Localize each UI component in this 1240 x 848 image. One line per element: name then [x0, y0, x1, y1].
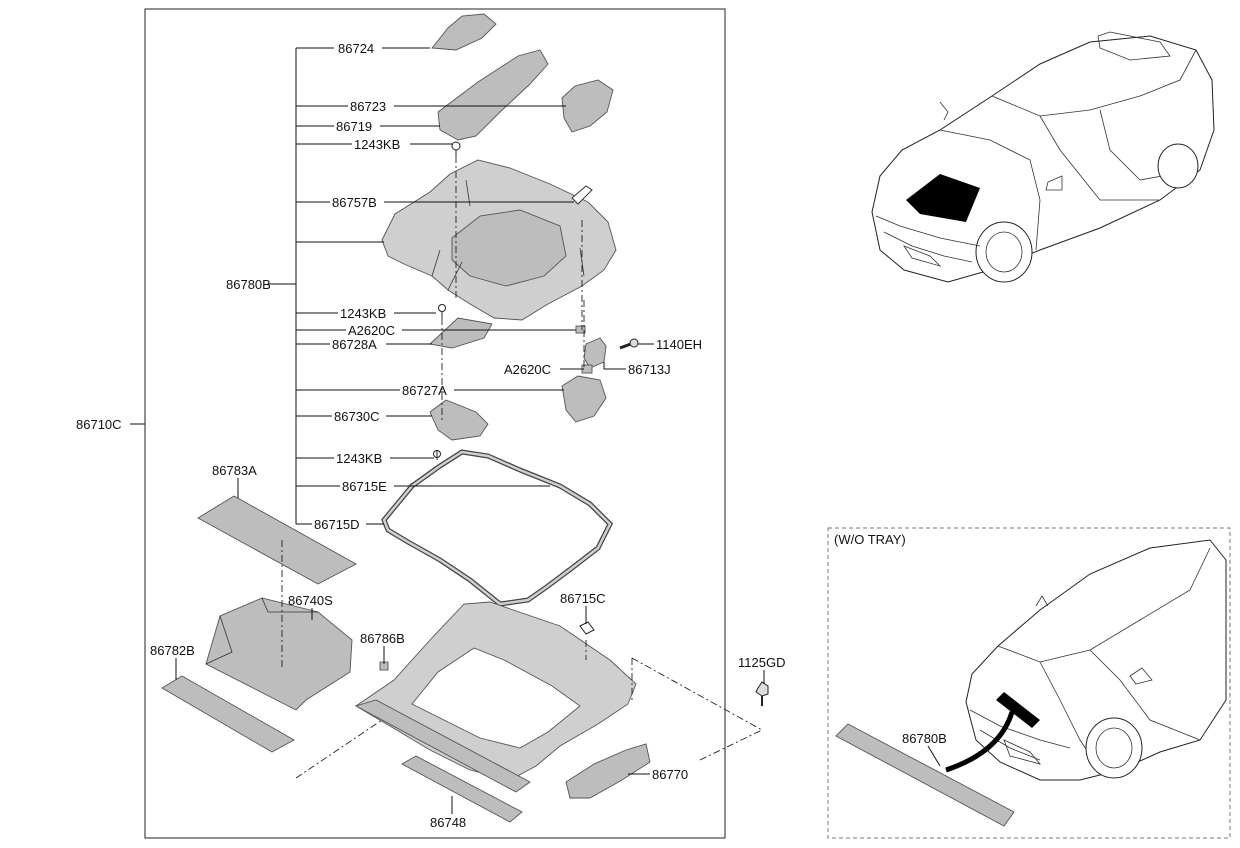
label-86782b: 86782B: [150, 643, 195, 658]
bracket-86780b: [268, 48, 297, 524]
label-86748: 86748: [430, 815, 466, 830]
part-86730c-bracket[interactable]: [429, 399, 489, 441]
centerline-right-bolt: [631, 657, 763, 761]
housing-front-rim: [354, 699, 531, 793]
label-1243kb-b: 1243KB: [340, 306, 386, 321]
car-illustration-top: [871, 31, 1215, 283]
part-86728a-bracket[interactable]: [429, 317, 493, 349]
centerline-bottom: [295, 719, 383, 779]
leader-86713j: [603, 362, 626, 370]
centerline-upper: [441, 156, 457, 420]
label-86770: 86770: [652, 767, 688, 782]
part-86782b-strip[interactable]: [161, 675, 295, 753]
label-86715c: 86715C: [560, 591, 606, 606]
inset-highlight-bar: [996, 692, 1040, 728]
label-a2620c-a: A2620C: [348, 323, 395, 338]
part-86723-side-lid[interactable]: [561, 79, 614, 133]
label-86715e: 86715E: [342, 479, 387, 494]
label-86780b: 86780B: [226, 277, 271, 292]
centerline-right: [581, 220, 585, 370]
part-86713j-bracket[interactable]: [583, 337, 607, 369]
label-86783a: 86783A: [212, 463, 257, 478]
part-86715e-seal-inner: [382, 450, 612, 606]
car-illustration-inset: [965, 539, 1227, 781]
part-86770-side-cover[interactable]: [565, 743, 651, 799]
label-86724: 86724: [338, 41, 374, 56]
label-1125gd: 1125GD: [738, 655, 785, 670]
label-86757b: 86757B: [332, 195, 377, 210]
label-a2620c-b: A2620C: [504, 362, 551, 377]
label-86727a: 86727A: [402, 383, 447, 398]
label-86723: 86723: [350, 99, 386, 114]
part-86748-strip[interactable]: [401, 755, 523, 823]
label-86728a: 86728A: [332, 337, 377, 352]
label-86710c: 86710C: [76, 417, 122, 432]
bolt-1140eh[interactable]: [619, 338, 639, 350]
inset-part-86780b[interactable]: [835, 723, 1015, 827]
screw-1243kb-mid[interactable]: [438, 304, 446, 319]
label-86786b: 86786B: [360, 631, 405, 646]
part-tag-label: [571, 185, 593, 205]
box-side-wall: [205, 597, 318, 665]
car-trunk-highlight: [906, 174, 980, 222]
screw-1243kb-bottom[interactable]: [433, 450, 441, 460]
part-86715e-seal-outer[interactable]: [381, 449, 614, 607]
label-86730c: 86730C: [334, 409, 380, 424]
leader-inset-86780b: [927, 745, 941, 767]
label-1243kb-c: 1243KB: [336, 451, 382, 466]
inset-frame: [827, 527, 1231, 839]
part-86783a-mat[interactable]: [197, 495, 357, 585]
inset-arrow: [945, 711, 1015, 773]
label-86713j: 86713J: [628, 362, 671, 377]
tray-inner-detail: [451, 209, 567, 287]
tray-front-lip: [431, 179, 585, 291]
housing-inner-cavity: [411, 647, 581, 749]
part-86715c-clip[interactable]: [579, 621, 595, 635]
label-86740s: 86740S: [288, 593, 333, 608]
part-86740s-box[interactable]: [205, 597, 353, 711]
part-86727a-bracket[interactable]: [561, 375, 607, 423]
part-86724-cover[interactable]: [431, 13, 497, 51]
inset-label-86780b: 86780B: [902, 731, 947, 746]
label-86719: 86719: [336, 119, 372, 134]
part-86723-lid[interactable]: [437, 49, 549, 141]
inset-title: (W/O TRAY): [834, 532, 906, 547]
label-1243kb-a: 1243KB: [354, 137, 400, 152]
label-86715d: 86715D: [314, 517, 360, 532]
bolt-1125gd[interactable]: [755, 681, 769, 706]
screw-1243kb-top[interactable]: [451, 141, 461, 156]
label-1140eh: 1140EH: [656, 337, 702, 352]
